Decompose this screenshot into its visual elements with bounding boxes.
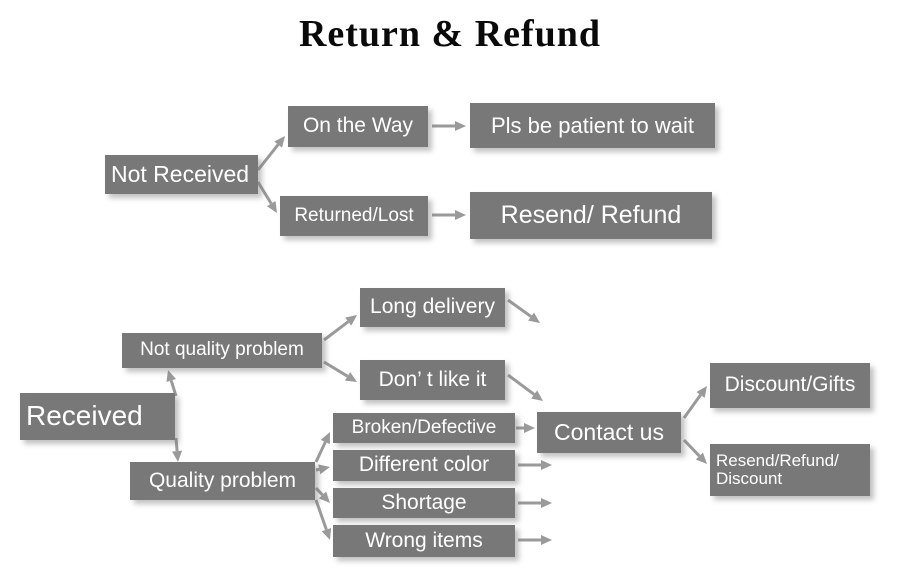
node-wrong-items[interactable]: Wrong items bbox=[333, 525, 515, 557]
arrow-not-received-to-returned-lost bbox=[256, 181, 277, 213]
node-resend-refund[interactable]: Resend/ Refund bbox=[470, 192, 712, 239]
node-resend-refund-discount[interactable]: Resend/Refund/ Discount bbox=[710, 444, 870, 496]
arrow-quality-to-shortage bbox=[314, 486, 330, 503]
arrow-broken-to-contact-us bbox=[516, 423, 535, 433]
node-discount-gifts[interactable]: Discount/Gifts bbox=[710, 363, 870, 408]
arrow-not-received-to-on-the-way bbox=[256, 136, 285, 171]
arrow-contact-us-to-discount-gifts bbox=[682, 386, 707, 419]
node-pls-be-patient[interactable]: Pls be patient to wait bbox=[470, 103, 715, 148]
arrow-contact-us-to-resend-refund-discount bbox=[682, 438, 707, 464]
arrow-returned-lost-to-resend-refund bbox=[432, 210, 466, 220]
arrow-quality-to-wrong-items bbox=[314, 499, 332, 540]
arrow-wrong-items-to-contact-us bbox=[518, 535, 552, 545]
arrow-long-delivery-to-contact-us bbox=[507, 298, 540, 323]
node-returned-lost[interactable]: Returned/Lost bbox=[280, 196, 428, 236]
arrow-not-quality-to-long-delivery bbox=[323, 315, 357, 342]
arrow-on-the-way-to-pls-be-patient bbox=[432, 121, 466, 131]
arrow-quality-to-broken-defective bbox=[314, 432, 330, 463]
node-different-color[interactable]: Different color bbox=[333, 450, 515, 481]
node-shortage[interactable]: Shortage bbox=[333, 488, 515, 518]
node-broken-defective[interactable]: Broken/Defective bbox=[333, 413, 515, 443]
node-not-quality-problem[interactable]: Not quality problem bbox=[122, 333, 322, 368]
arrow-not-quality-to-dont-like-it bbox=[323, 360, 357, 382]
node-not-received[interactable]: Not Received bbox=[105, 155, 258, 194]
arrow-received-to-quality-problem bbox=[172, 437, 183, 462]
node-on-the-way[interactable]: On the Way bbox=[288, 106, 428, 147]
node-quality-problem[interactable]: Quality problem bbox=[130, 462, 315, 500]
arrow-dont-like-it-to-contact-us bbox=[507, 373, 543, 401]
node-received[interactable]: Received bbox=[20, 393, 175, 440]
arrow-shortage-to-contact-us bbox=[518, 498, 552, 508]
node-dont-like-it[interactable]: Don’ t like it bbox=[360, 360, 505, 400]
node-long-delivery[interactable]: Long delivery bbox=[360, 288, 505, 327]
node-contact-us[interactable]: Contact us bbox=[537, 412, 681, 453]
page-title: Return & Refund bbox=[298, 13, 602, 55]
arrow-different-color-to-contact-us bbox=[518, 460, 552, 470]
arrow-quality-to-different-color bbox=[315, 464, 330, 475]
